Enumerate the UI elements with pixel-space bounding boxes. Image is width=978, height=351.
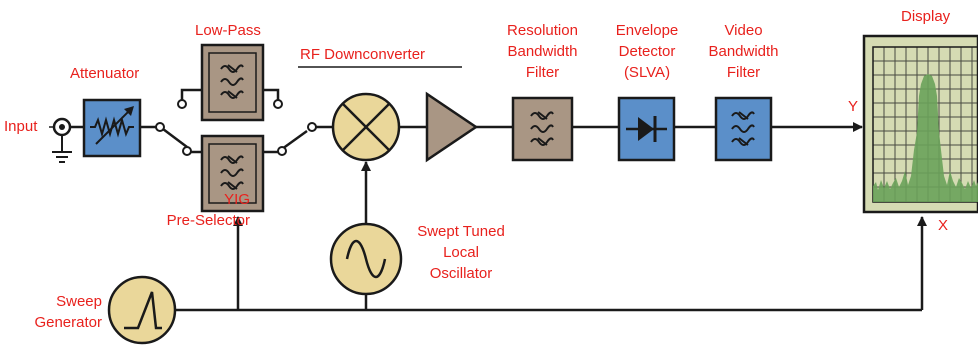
sweep-generator-block: [107, 275, 177, 345]
vbw-filter-label-line-1: Video: [724, 22, 763, 39]
sine-wave-icon: [345, 239, 387, 279]
yig-label-line-1: YIG: [224, 191, 250, 208]
envelope-detector-label: Envelope Detector (SLVA): [604, 20, 690, 83]
rf-downconverter-label: RF Downconverter: [300, 46, 426, 63]
switch-contacts: [155, 99, 317, 156]
local-oscillator-label-line-3: Oscillator: [429, 265, 493, 282]
yig-label: YIG Pre-Selector: [160, 189, 250, 231]
low-pass-label: Low-Pass: [195, 22, 261, 39]
envelope-detector-label-line-1: Envelope: [615, 22, 679, 39]
amplifier-icon: [425, 91, 479, 163]
rbw-filter-label-line-1: Resolution: [507, 22, 578, 39]
rbw-filter-block: [511, 96, 574, 162]
mixer-icon: [331, 92, 401, 162]
local-oscillator-label-line-2: Local: [443, 244, 479, 261]
signal-wires: [70, 88, 927, 312]
yig-label-line-2: Pre-Selector: [166, 212, 250, 229]
vbw-filter-label-line-3: Filter: [726, 64, 761, 81]
rbw-filter-label-line-2: Bandwidth: [507, 43, 578, 60]
diode-icon: [626, 116, 667, 142]
ramp-icon: [124, 291, 162, 330]
vbw-filter-label: Video Bandwidth Filter: [701, 20, 786, 83]
local-oscillator-block: [329, 222, 403, 296]
ground-icon: [52, 151, 72, 163]
yig-preselector-block: [200, 134, 265, 213]
local-oscillator-label-line-1: Swept Tuned: [417, 223, 505, 240]
input-label: Input: [4, 118, 38, 135]
envelope-detector-block: [617, 96, 676, 162]
envelope-detector-label-line-3: (SLVA): [623, 64, 671, 81]
sweep-generator-label-line-2: Generator: [34, 314, 102, 331]
display-label: Display: [901, 8, 951, 25]
rbw-filter-label: Resolution Bandwidth Filter: [500, 20, 585, 83]
display-block: [862, 34, 978, 214]
sweep-generator-label: Sweep Generator: [22, 291, 102, 333]
spectrum-trace: [873, 74, 978, 202]
local-oscillator-label: Swept Tuned Local Oscillator: [402, 221, 520, 284]
input-connector-icon: [52, 117, 72, 152]
vbw-filter-label-line-2: Bandwidth: [708, 43, 779, 60]
attenuator-label: Attenuator: [70, 65, 140, 82]
attenuator-icon: [90, 106, 134, 145]
rbw-filter-label-line-3: Filter: [525, 64, 560, 81]
x-axis-label: X: [938, 217, 949, 234]
sweep-generator-label-line-1: Sweep: [56, 293, 102, 310]
y-axis-label: Y: [848, 98, 859, 115]
attenuator-block: [82, 98, 142, 158]
vbw-filter-block: [714, 96, 773, 162]
envelope-detector-label-line-2: Detector: [618, 43, 676, 60]
low-pass-filter-block: [200, 43, 265, 122]
